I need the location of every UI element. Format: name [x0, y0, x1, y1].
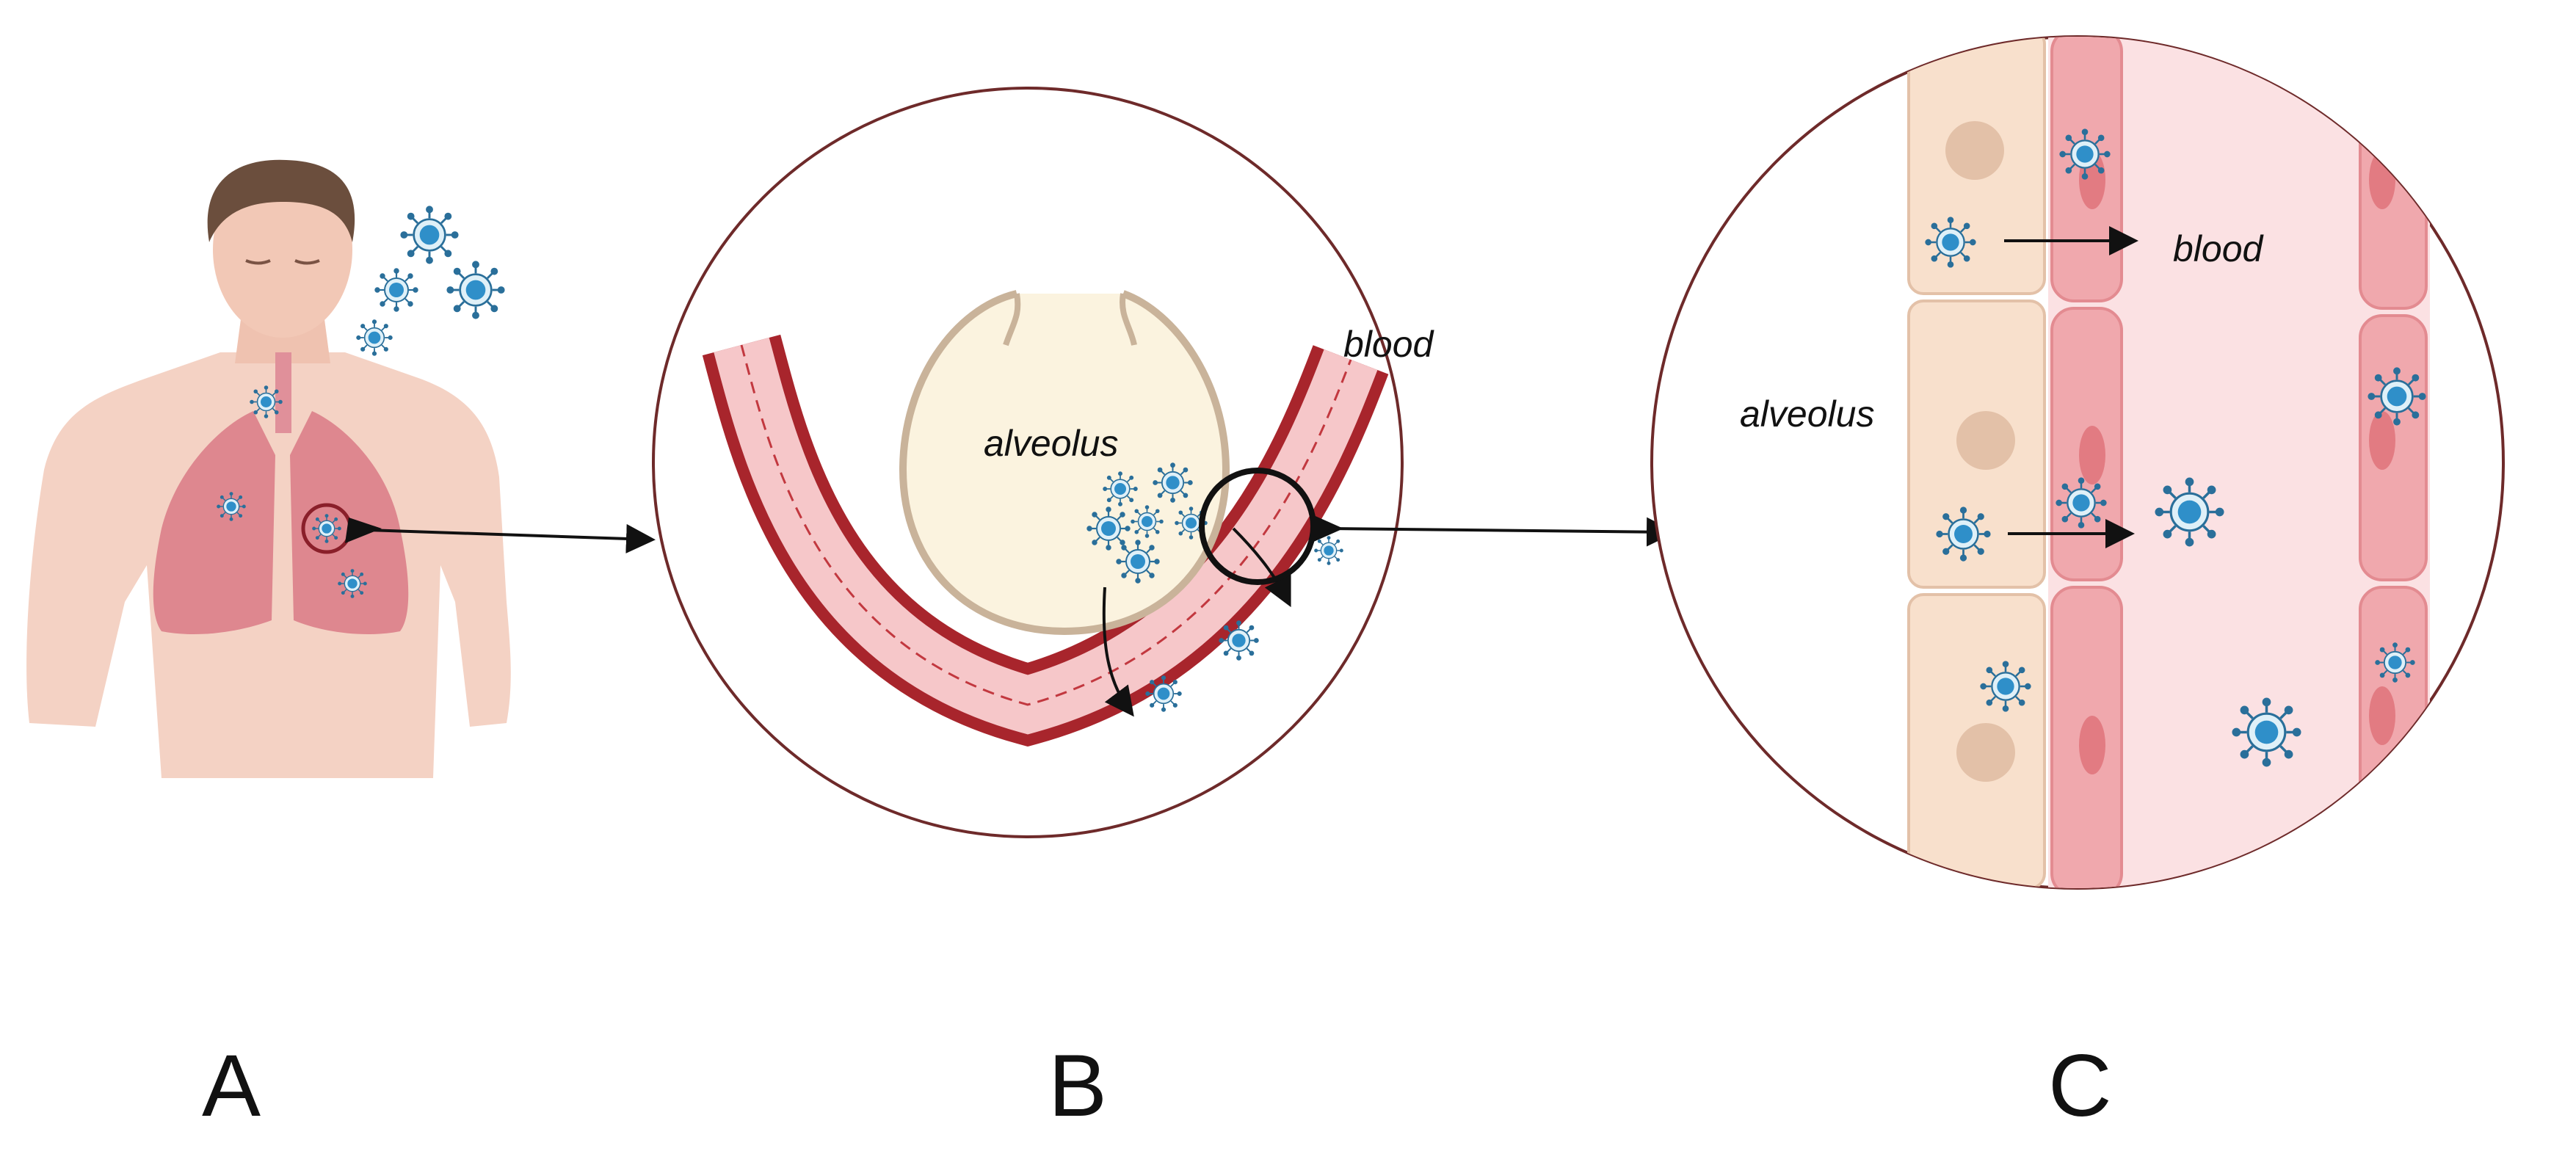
virus-icon — [374, 268, 418, 312]
alveolus-sac — [899, 290, 1230, 636]
panel-a-letter: A — [202, 1036, 261, 1135]
virus-icon — [338, 569, 367, 598]
virus-icon — [1314, 536, 1343, 565]
virus-icon — [2155, 477, 2224, 547]
virus-icon — [250, 385, 283, 418]
virus-icon — [1131, 505, 1164, 538]
hair-icon — [207, 159, 355, 242]
virus-icon — [356, 319, 393, 356]
virus-icon — [1145, 675, 1182, 712]
virus-icon — [1153, 462, 1193, 503]
endothelial-cells — [2050, 37, 2428, 888]
virus-icon — [1925, 217, 1976, 268]
virus-icon — [217, 492, 246, 521]
panel-a-figure — [26, 159, 511, 778]
trachea-icon — [275, 352, 291, 433]
zoom-wedge-icon — [345, 518, 382, 543]
virus-icon — [1219, 620, 1259, 661]
panel-c-content — [1907, 37, 2430, 888]
virus-icon — [2059, 128, 2111, 180]
panel-b-alveolus-label: alveolus — [984, 423, 1119, 464]
virus-icon — [2375, 642, 2415, 683]
arrow-icon — [1232, 527, 1291, 608]
panel-b-blood-label: blood — [1343, 324, 1434, 365]
virus-icon — [1980, 661, 2031, 712]
virus-icon — [400, 206, 459, 264]
left-lung-icon — [153, 411, 275, 635]
zoom-wedge-icon — [1310, 514, 1343, 543]
virus-icon — [312, 514, 341, 543]
panel-b-letter: B — [1048, 1036, 1108, 1135]
virus-icon — [2232, 697, 2301, 767]
virus-icon — [1116, 540, 1160, 584]
virus-icon — [1086, 506, 1131, 551]
virus-icon — [2368, 367, 2426, 426]
arrow-icon — [1328, 517, 1676, 547]
panel-c-letter: C — [2048, 1036, 2112, 1135]
panel-c-blood-label: blood — [2173, 228, 2263, 269]
arrow-icon — [366, 523, 656, 553]
arrow-icon — [1102, 587, 1134, 717]
virus-icon — [446, 261, 505, 319]
virus-icon — [1103, 471, 1138, 506]
virus-icon — [1936, 506, 1991, 562]
virus-icon — [2056, 477, 2107, 529]
epithelial-cells — [1907, 37, 2046, 888]
panel-b-content — [702, 290, 1389, 747]
panel-c-alveolus-label: alveolus — [1740, 393, 1875, 435]
